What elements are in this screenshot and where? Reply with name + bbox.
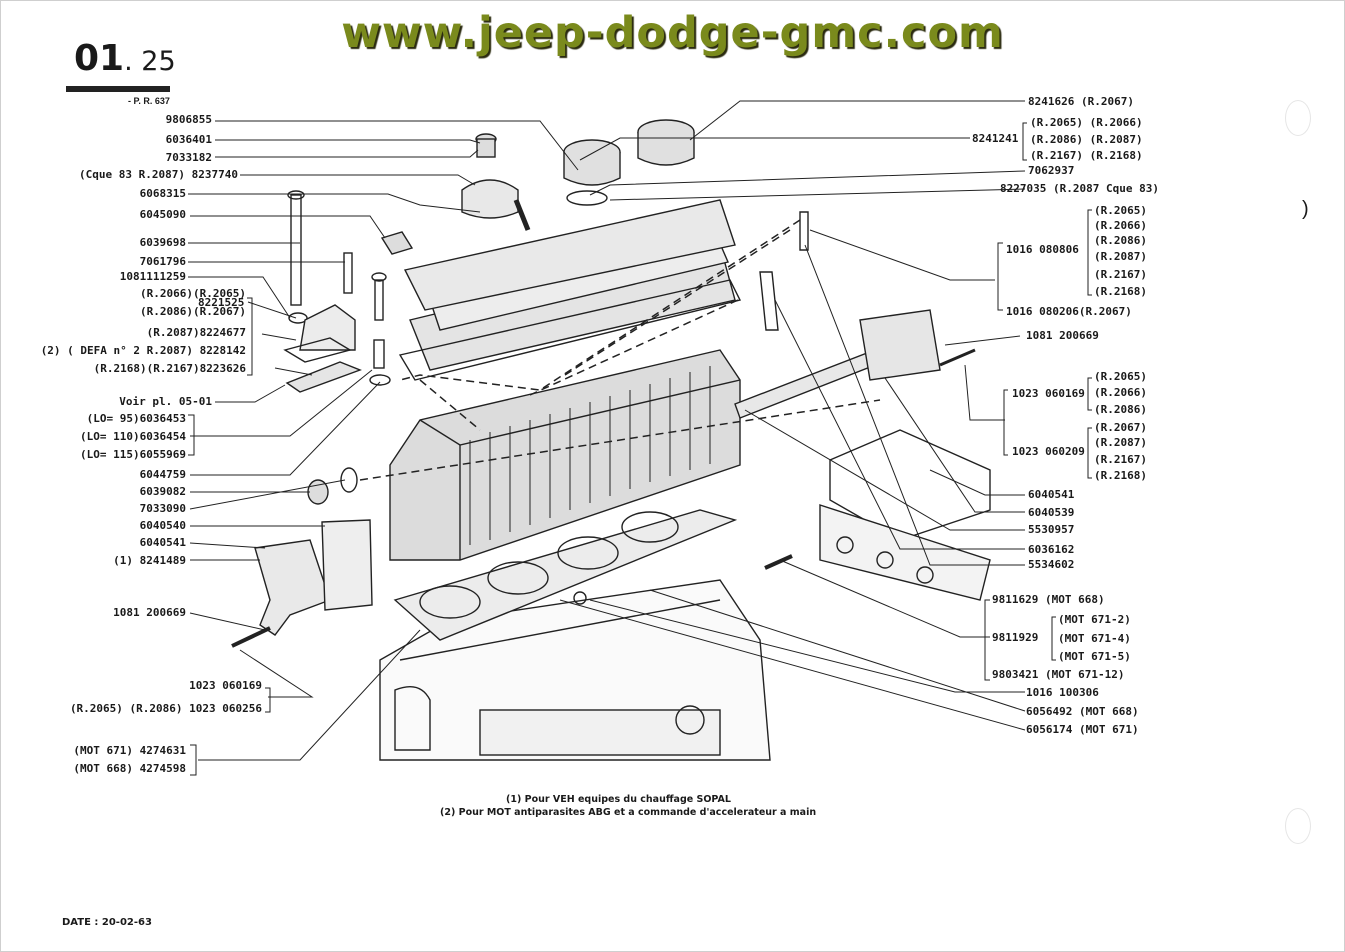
thermostat-housing — [859, 309, 941, 381]
part-label-left: 1023 060169 — [189, 679, 262, 692]
part-label-right: 1081 200669 — [1026, 329, 1099, 342]
plate-reference: - P. R. 637 — [128, 96, 170, 106]
punch-hole-mark — [1285, 808, 1311, 844]
part-label-left: Voir pl. 05-01 — [119, 395, 212, 408]
part-label-left: 7033182 — [165, 151, 212, 164]
website-watermark: www.jeep-dodge-gmc.com — [341, 8, 1004, 58]
part-label-right: 5534602 — [1028, 558, 1075, 571]
part-label-left: 6040540 — [139, 519, 186, 532]
part-label-right: 9811929 — [992, 631, 1039, 644]
punch-hole-mark — [1285, 100, 1311, 136]
cylinder-head — [389, 349, 741, 561]
part-label-left: (MOT 668) 4274598 — [73, 762, 186, 775]
footnotes: (1) Pour VEH equipes du chauffage SOPAL … — [440, 793, 816, 819]
part-label-left: 8221525 — [198, 296, 245, 309]
footnote-2: (2) Pour MOT antiparasites ABG et a comm… — [440, 807, 817, 818]
part-label-left: (Cque 83 R.2087) 8237740 — [79, 168, 238, 181]
part-label-right: 1016 100306 — [1026, 686, 1099, 699]
rocker-shaft — [734, 347, 890, 419]
part-label-right: 7062937 — [1028, 164, 1075, 177]
part-label-left: 7061796 — [139, 255, 186, 268]
part-label-right: (R.2065) — [1094, 204, 1147, 217]
part-label-right: (R.2066) — [1094, 386, 1147, 399]
part-label-right: 9811629 (MOT 668) — [992, 593, 1105, 606]
part-label-left: 6045090 — [139, 208, 186, 221]
part-label-right: (R.2167) — [1094, 268, 1147, 281]
water-outlet — [254, 539, 331, 636]
part-label-right: (R.2065) (R.2066) — [1030, 116, 1143, 129]
part-label-right: 6036162 — [1028, 543, 1075, 556]
part-label-left: (2) ( DEFA n° 2 R.2087) 8228142 — [40, 344, 246, 357]
part-label-left: (R.2065) (R.2086) 1023 060256 — [69, 702, 262, 715]
part-label-left: 6044759 — [139, 468, 186, 481]
part-label-right: 5530957 — [1028, 523, 1075, 536]
part-label-left: 6039698 — [139, 236, 186, 249]
part-label-left: (R.2066)(R.2065) — [140, 287, 246, 300]
part-label-right: 6056492 (MOT 668) — [1026, 705, 1139, 718]
document-date: DATE : 20-02-63 — [62, 917, 152, 928]
part-label-right: (R.2065) — [1094, 370, 1147, 383]
part-label-left: (R.2086)(R.2067) — [140, 305, 246, 318]
part-label-right: 8241241 — [972, 132, 1019, 145]
part-label-right: (R.2168) — [1094, 469, 1147, 482]
part-label-left: 6036401 — [165, 133, 212, 146]
scan-artifact: ) — [1302, 198, 1309, 220]
part-label-right: 1023 060209 — [1012, 445, 1085, 458]
part-label-right: 6040539 — [1028, 506, 1075, 519]
part-label-right: (R.2167) (R.2168) — [1030, 149, 1143, 162]
part-label-right: (MOT 671-2) — [1058, 613, 1131, 626]
pushrod-tube — [759, 271, 779, 331]
part-label-left: (LO= 95)6036453 — [86, 412, 186, 425]
part-label-left: 1081 200669 — [113, 606, 186, 619]
part-label-right: 1016 080806 — [1006, 243, 1079, 256]
part-label-right: (R.2087) — [1094, 436, 1147, 449]
breather-cap — [461, 179, 519, 219]
part-label-right: 8227035 (R.2087 Cque 83) — [1000, 182, 1159, 195]
part-label-right: 8241626 (R.2067) — [1028, 95, 1134, 108]
part-label-left: 9806855 — [165, 113, 212, 126]
part-label-right: (MOT 671-4) — [1058, 632, 1131, 645]
part-label-right: 6040541 — [1028, 488, 1075, 501]
part-label-right: (R.2167) — [1094, 453, 1147, 466]
part-label-left: (LO= 115)6055969 — [80, 448, 186, 461]
part-label-left: (R.2168)(R.2167)8223626 — [93, 362, 246, 375]
part-label-left: (R.2087)8224677 — [146, 326, 246, 339]
upper-cover — [403, 199, 736, 311]
part-label-right: 1016 080206(R.2067) — [1006, 305, 1132, 318]
part-label-right: (R.2087) — [1094, 250, 1147, 263]
part-label-right: (R.2086) — [1094, 403, 1147, 416]
part-label-right: 9803421 (MOT 671-12) — [992, 668, 1125, 681]
part-label-left: (LO= 110)6036454 — [80, 430, 186, 443]
plate-underline — [66, 86, 170, 92]
part-label-right: (R.2168) — [1094, 285, 1147, 298]
footnote-1: (1) Pour VEH equipes du chauffage SOPAL — [506, 794, 731, 805]
part-label-left: 6040541 — [139, 536, 186, 549]
part-label-left: 6039082 — [139, 485, 186, 498]
part-label-left: 1081111259 — [119, 270, 186, 283]
part-label-left: (MOT 671) 4274631 — [73, 744, 186, 757]
part-label-right: (R.2086) — [1094, 234, 1147, 247]
plate-number: 01. 25 — [74, 38, 176, 79]
part-label-left: 6068315 — [139, 187, 186, 200]
part-label-right: (R.2067) — [1094, 421, 1147, 434]
part-label-right: (MOT 671-5) — [1058, 650, 1131, 663]
plate-sub: . 25 — [124, 46, 176, 77]
part-label-right: 6056174 (MOT 671) — [1026, 723, 1139, 736]
part-label-right: 1023 060169 — [1012, 387, 1085, 400]
part-label-left: 7033090 — [139, 502, 186, 515]
part-label-right: (R.2066) — [1094, 219, 1147, 232]
plate-main: 01 — [74, 38, 125, 79]
part-label-right: (R.2086) (R.2087) — [1030, 133, 1143, 146]
part-label-left: (1) 8241489 — [113, 554, 186, 567]
